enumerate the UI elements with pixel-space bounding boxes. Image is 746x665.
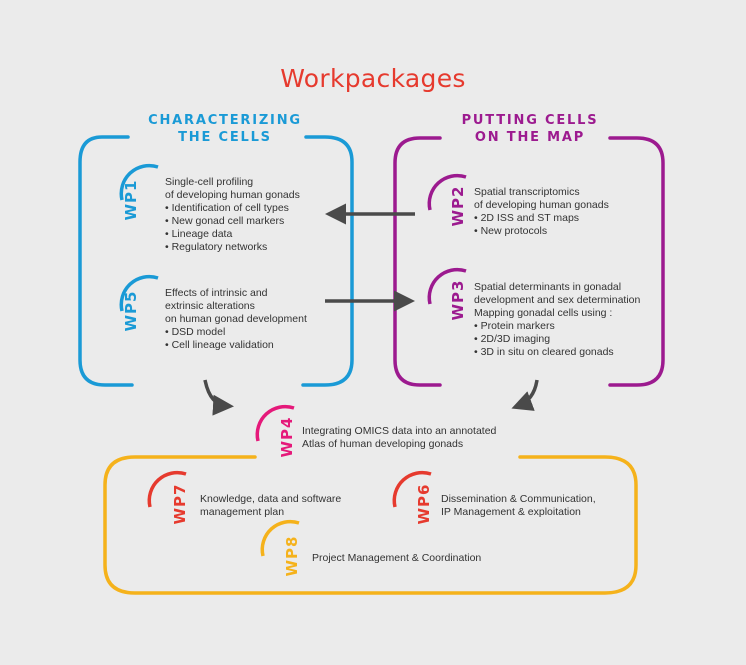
wp5-line: on human gonad development bbox=[165, 313, 307, 325]
wp6-arc bbox=[392, 470, 432, 508]
wp3-line: development and sex determination bbox=[474, 294, 641, 306]
characterizing-frame bbox=[78, 135, 354, 387]
wp2-arc bbox=[427, 173, 467, 211]
wp6-description: Dissemination & Communication, IP Manage… bbox=[441, 493, 596, 519]
section-characterizing-line1: CHARACTERIZING bbox=[148, 113, 302, 128]
wp3-arc bbox=[427, 267, 467, 305]
wp2-line: of developing human gonads bbox=[474, 199, 609, 211]
wp5-line: extrinsic alterations bbox=[165, 300, 255, 312]
wp1-bullets: Identification of cell types New gonad c… bbox=[165, 202, 300, 254]
wp7-arc bbox=[147, 470, 187, 508]
wp1-description: Single-cell profiling of developing huma… bbox=[165, 176, 300, 254]
wp8-line: Project Management & Coordination bbox=[312, 552, 482, 564]
section-characterizing: CHARACTERIZING THE CELLS bbox=[110, 112, 340, 146]
putting-cells-frame bbox=[393, 136, 665, 387]
wp7-line: management plan bbox=[200, 506, 285, 518]
wp2-bullets: 2D ISS and ST maps New protocols bbox=[474, 212, 609, 238]
page-title: Workpackages bbox=[280, 64, 466, 93]
wp1-bullet: New gonad cell markers bbox=[165, 215, 300, 228]
wp5-line: Effects of intrinsic and bbox=[165, 287, 268, 299]
wp1-arc bbox=[119, 163, 159, 201]
wp8-description: Project Management & Coordination bbox=[312, 552, 481, 565]
section-putting-line1: PUTTING CELLS bbox=[461, 113, 599, 128]
wp7-label: WP7 bbox=[171, 483, 189, 525]
wp3-bullet: Protein markers bbox=[474, 320, 640, 333]
wp4-line: Integrating OMICS data into an annotated bbox=[302, 425, 497, 437]
integration-frame bbox=[103, 455, 638, 595]
wp1-bullet: Identification of cell types bbox=[165, 202, 300, 215]
wp4-line: Atlas of human developing gonads bbox=[302, 438, 464, 450]
wp2-label: WP2 bbox=[449, 185, 467, 227]
wp4-label: WP4 bbox=[278, 416, 296, 458]
wp1-bullet: Lineage data bbox=[165, 228, 300, 241]
wp1-label: WP1 bbox=[122, 179, 140, 221]
wp6-line: IP Management & exploitation bbox=[441, 506, 581, 518]
wp5-bullet: Cell lineage validation bbox=[165, 339, 307, 352]
wp3-bullets: Protein markers 2D/3D imaging 3D in situ… bbox=[474, 320, 640, 359]
arrows bbox=[203, 203, 539, 416]
wp8-arc bbox=[260, 519, 300, 557]
wp5-description: Effects of intrinsic and extrinsic alter… bbox=[165, 287, 307, 352]
wp3-line: Spatial determinants in gonadal bbox=[474, 281, 622, 293]
wp3-label: WP3 bbox=[449, 279, 467, 321]
wp2-bullet: 2D ISS and ST maps bbox=[474, 212, 609, 225]
wp4-arc bbox=[255, 404, 295, 442]
wp5-bullets: DSD model Cell lineage validation bbox=[165, 326, 307, 352]
arrow-putting-to-wp4 bbox=[511, 379, 539, 411]
wp5-bullet: DSD model bbox=[165, 326, 307, 339]
wp2-description: Spatial transcriptomics of developing hu… bbox=[474, 186, 609, 238]
wp1-bullet: Regulatory networks bbox=[165, 241, 300, 254]
wp6-line: Dissemination & Communication, bbox=[441, 493, 596, 505]
section-putting-cells: PUTTING CELLS ON THE MAP bbox=[415, 112, 645, 146]
wp7-description: Knowledge, data and software management … bbox=[200, 493, 341, 519]
wp7-line: Knowledge, data and software bbox=[200, 493, 342, 505]
wp1-line: Single-cell profiling bbox=[165, 176, 254, 188]
wp4-description: Integrating OMICS data into an annotated… bbox=[302, 425, 496, 451]
wp5-label: WP5 bbox=[122, 290, 140, 332]
wp2-line: Spatial transcriptomics bbox=[474, 186, 580, 198]
section-putting-line2: ON THE MAP bbox=[474, 130, 586, 145]
wp8-label: WP8 bbox=[283, 535, 301, 577]
wp3-line: Mapping gonadal cells using : bbox=[474, 307, 613, 319]
wp3-bullet: 2D/3D imaging bbox=[474, 333, 640, 346]
wp2-bullet: New protocols bbox=[474, 225, 609, 238]
wp3-description: Spatial determinants in gonadal developm… bbox=[474, 281, 640, 359]
arrow-characterizing-to-wp4 bbox=[203, 379, 234, 416]
wp1-line: of developing human gonads bbox=[165, 189, 300, 201]
wp3-bullet: 3D in situ on cleared gonads bbox=[474, 346, 640, 359]
wp5-arc bbox=[119, 274, 159, 312]
section-characterizing-line2: THE CELLS bbox=[178, 130, 272, 145]
wp6-label: WP6 bbox=[415, 483, 433, 525]
